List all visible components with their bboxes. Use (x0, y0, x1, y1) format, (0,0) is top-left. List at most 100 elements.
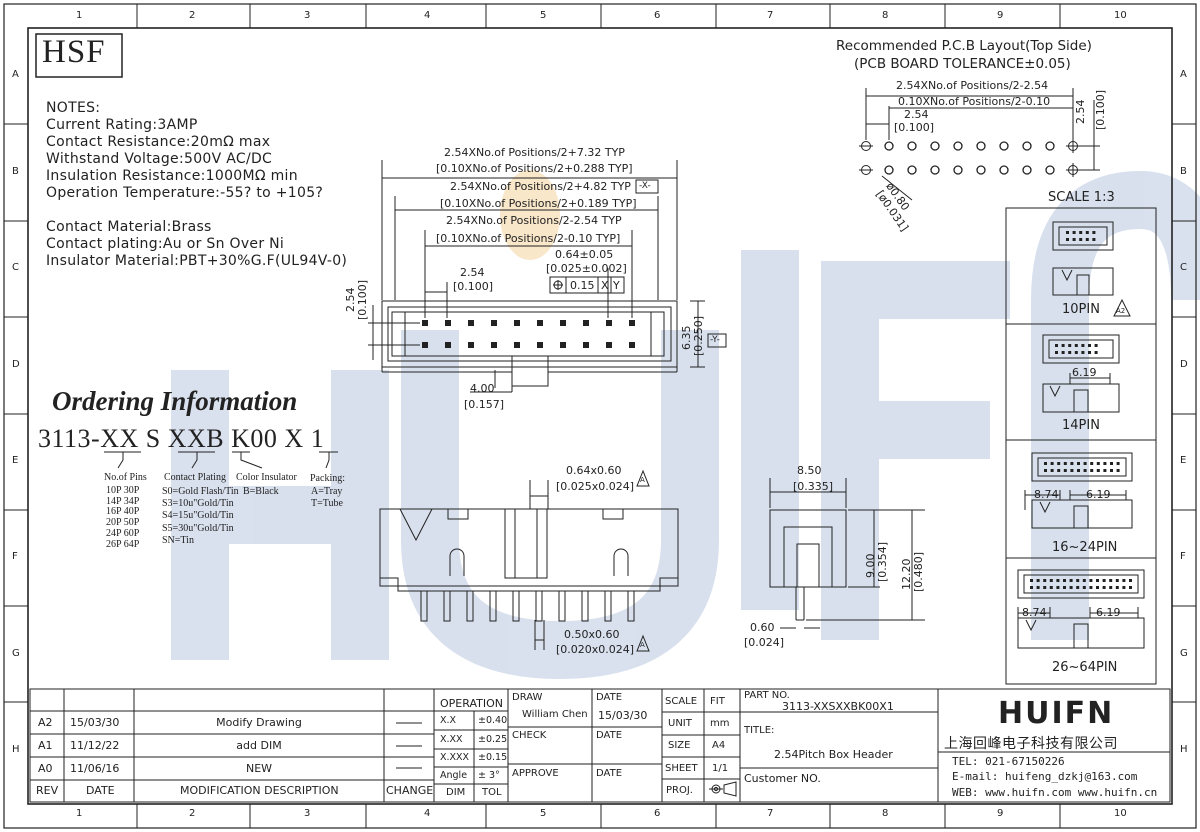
code-s: S (138, 424, 168, 453)
mini-pin (1102, 586, 1106, 589)
operation-header: OPERATION (440, 697, 503, 710)
top-dim-5: 2.54XNo.of Positions/2-2.54 TYP (446, 214, 622, 227)
border-row-label: A (1180, 69, 1187, 80)
code-prefix: 3113- (38, 424, 101, 453)
pin-leg (558, 590, 566, 622)
top-view-pins (422, 320, 635, 348)
mini-pin (1109, 579, 1113, 582)
side-width-in: [0.335] (793, 480, 834, 493)
mini-pin (1068, 344, 1072, 347)
border-row-label: D (12, 359, 20, 370)
pin-leg (512, 590, 520, 622)
scale-dim-14: 6.19 (1072, 366, 1097, 379)
mini-pin (1089, 586, 1093, 589)
mini-pin (1102, 579, 1106, 582)
mini-pin (1063, 469, 1067, 472)
tolerance-value: ±0.40 (478, 715, 508, 726)
date-label-3: DATE (596, 768, 623, 779)
side-view (769, 478, 925, 629)
side-pin-in: [0.024] (744, 636, 785, 649)
plating-label: Contact Plating (164, 472, 226, 483)
pcb-layout (865, 88, 1100, 201)
pin-square (514, 342, 520, 348)
title-label: TITLE: (744, 725, 775, 736)
mini-pin (1074, 344, 1078, 347)
border-col-label: 10 (1114, 10, 1127, 21)
border-col-label: 9 (997, 808, 1004, 819)
side-h2-in: [0.480] (912, 551, 925, 592)
pin-square (583, 320, 589, 326)
mini-pin (1103, 462, 1107, 465)
mini-pin (1057, 469, 1061, 472)
code-plating: XX (167, 424, 207, 453)
mini-pin (1069, 579, 1073, 582)
border-row-label: F (12, 551, 18, 562)
border-row-label: C (12, 262, 19, 273)
pin-square (606, 320, 612, 326)
hsf-logo: HSF (42, 34, 106, 70)
scale-dim-26-a: 8.74 (1022, 606, 1047, 619)
mini-pin (1066, 238, 1069, 241)
scale-dim-26-b: 6.19 (1096, 606, 1121, 619)
fcf-tolerance: 0.15 (570, 279, 595, 292)
border-col-label: 3 (304, 808, 311, 819)
pcb-hole-ring (1022, 165, 1032, 175)
mini-pin (1056, 586, 1060, 589)
customer-label: Customer NO. (744, 772, 821, 785)
mini-pin (1077, 462, 1080, 465)
front-view-pins (420, 590, 635, 622)
mini-pin (1089, 579, 1093, 582)
label-16-24pin: 16~24PIN (1052, 540, 1118, 555)
code-suffix: 1 (303, 424, 325, 453)
revision-date: 11/12/22 (70, 739, 120, 752)
mini-pin (1061, 351, 1065, 354)
border-col-label: 7 (767, 10, 774, 21)
label-14pin: 14PIN (1062, 418, 1100, 433)
front-dim-2: [0.025x0.024] (556, 480, 635, 493)
note-line: Contact plating:Au or Sn Over Ni (46, 236, 285, 252)
top-dim-8: [0.025±0.002] (546, 262, 627, 275)
top-dim-2: [0.10XNo.of Positions/2+0.288 TYP] (436, 162, 633, 175)
scale-dim-16-a: 8.74 (1034, 488, 1059, 501)
mini-pin (1030, 579, 1033, 582)
mini-pin (1122, 586, 1126, 589)
mini-pin (1096, 462, 1100, 465)
mini-pin (1081, 351, 1085, 354)
pin-square (491, 342, 497, 348)
border-row-label: B (12, 166, 19, 177)
pins-label: No.of Pins (104, 472, 147, 483)
packing-label: Packing: (310, 473, 345, 484)
pin-square (629, 320, 635, 326)
note-line: Insulation Resistance:1000MΩ min (46, 168, 298, 184)
border-row-label: B (1180, 166, 1187, 177)
key-width-in: [0.157] (464, 398, 505, 411)
pin-leg (627, 590, 635, 622)
tolerance-dim: Angle (440, 770, 468, 781)
revision-triangles (636, 298, 1131, 652)
pin-leg (420, 590, 428, 622)
border-row-label: E (12, 455, 19, 466)
pcb-hole-ring (953, 165, 963, 175)
pin-square (468, 342, 474, 348)
mini-pin (1069, 586, 1073, 589)
company-tel: TEL: 021-67150226 (952, 755, 1065, 768)
border-row-label: F (1180, 551, 1186, 562)
pcb-dim-1: 2.54XNo.of Positions/2-2.54 (896, 79, 1049, 92)
pin-square (445, 320, 451, 326)
mini-pin (1082, 586, 1086, 589)
border-col-label: 2 (189, 808, 196, 819)
mini-pin (1072, 231, 1076, 234)
mini-pin (1079, 238, 1083, 241)
top-dim-7: 0.64±0.05 (555, 248, 614, 261)
code-color: B (206, 424, 225, 453)
pcb-hole-ring (999, 141, 1009, 151)
mini-pin (1036, 579, 1040, 582)
border-col-label: 8 (882, 808, 889, 819)
border-row-label: E (1180, 455, 1187, 466)
note-line: Contact Material:Brass (46, 219, 212, 235)
revision-description: Modify Drawing (216, 716, 302, 729)
mini-pin (1115, 586, 1119, 589)
top-view (368, 160, 727, 393)
